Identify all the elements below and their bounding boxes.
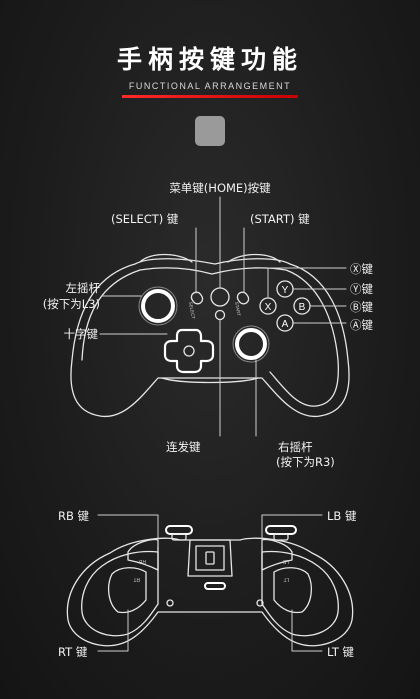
front-controller-grip-inner-left — [81, 269, 141, 361]
left-bumper-top[interactable] — [261, 538, 293, 571]
leader-rt — [97, 609, 129, 652]
label-lt: LT 键 — [327, 645, 355, 659]
leader-x — [267, 267, 347, 299]
start-text: START — [234, 301, 241, 316]
select-button[interactable] — [189, 290, 204, 306]
label-lb: LB 键 — [327, 509, 357, 523]
front-controller-outline — [70, 258, 350, 417]
usb-port-frame — [195, 545, 225, 571]
leader-rb — [97, 514, 159, 547]
bottom-slot — [204, 582, 226, 590]
lb-printed: LB — [282, 558, 289, 564]
rb-printed: RB — [138, 558, 146, 564]
label-home: 菜单键(HOME)按键 — [169, 181, 271, 195]
face-letter-y: Y — [282, 285, 289, 296]
label-a: Ⓐ键 — [350, 318, 373, 332]
usb-port-housing — [187, 539, 233, 577]
start-button[interactable] — [235, 290, 250, 306]
top-controller-outline — [66, 537, 354, 647]
title-accent-bar — [122, 95, 298, 98]
page-subtitle: FUNCTIONAL ARRANGEMENT — [128, 81, 292, 91]
label-left-stick-2: (按下为L3) — [42, 297, 100, 311]
right-bumper-edge — [227, 253, 281, 263]
left-stick-top-base — [273, 533, 289, 541]
label-rt: RT 键 — [58, 645, 88, 659]
front-controller-inner-outline — [139, 267, 340, 407]
dpad-center — [183, 345, 195, 357]
label-x: Ⓧ键 — [350, 262, 373, 276]
lt-printed: LT — [284, 576, 289, 582]
select-text: SELECT — [188, 301, 196, 319]
label-dpad: 十字键 — [63, 327, 99, 341]
screw-left — [166, 599, 174, 607]
right-stick-top — [165, 525, 193, 535]
rt-printed: RT — [133, 576, 140, 582]
right-stick-top-base — [171, 533, 187, 541]
dpad-outline[interactable] — [163, 328, 215, 374]
label-left-stick-1: 左摇杆 — [65, 281, 101, 295]
face-letter-x: X — [265, 302, 272, 313]
right-stick-ring — [232, 325, 270, 363]
left-stick-top — [265, 525, 297, 535]
right-stick-outer[interactable] — [235, 328, 267, 360]
label-rb: RB 键 — [58, 509, 90, 523]
face-letter-a: A — [282, 319, 289, 330]
label-b: Ⓑ键 — [350, 300, 373, 314]
label-start: (START) 键 — [250, 212, 310, 226]
left-stick-outer[interactable] — [141, 289, 175, 323]
label-right-stick-1: 右摇杆 — [278, 440, 313, 454]
toggle-switch-icon — [195, 116, 225, 146]
left-bumper-edge — [139, 253, 193, 263]
left-trigger-top[interactable] — [273, 567, 313, 614]
label-turbo: 连发键 — [166, 440, 201, 454]
front-bottom-curve — [161, 377, 259, 384]
right-trigger-top[interactable] — [107, 567, 147, 614]
page-title: 手柄按键功能 — [116, 45, 303, 74]
label-select: (SELECT) 键 — [111, 212, 179, 226]
right-bumper-top[interactable] — [127, 538, 159, 571]
usb-port — [205, 551, 215, 565]
left-stick-ring — [138, 286, 178, 326]
leader-lt — [291, 609, 323, 652]
turbo-button[interactable] — [214, 309, 226, 321]
label-y: Ⓨ键 — [350, 282, 373, 296]
label-right-stick-2: (按下为R3) — [276, 455, 335, 469]
screw-right — [256, 599, 264, 607]
face-letter-b: B — [299, 302, 306, 313]
leader-lb — [261, 514, 323, 547]
home-button[interactable] — [210, 287, 230, 307]
